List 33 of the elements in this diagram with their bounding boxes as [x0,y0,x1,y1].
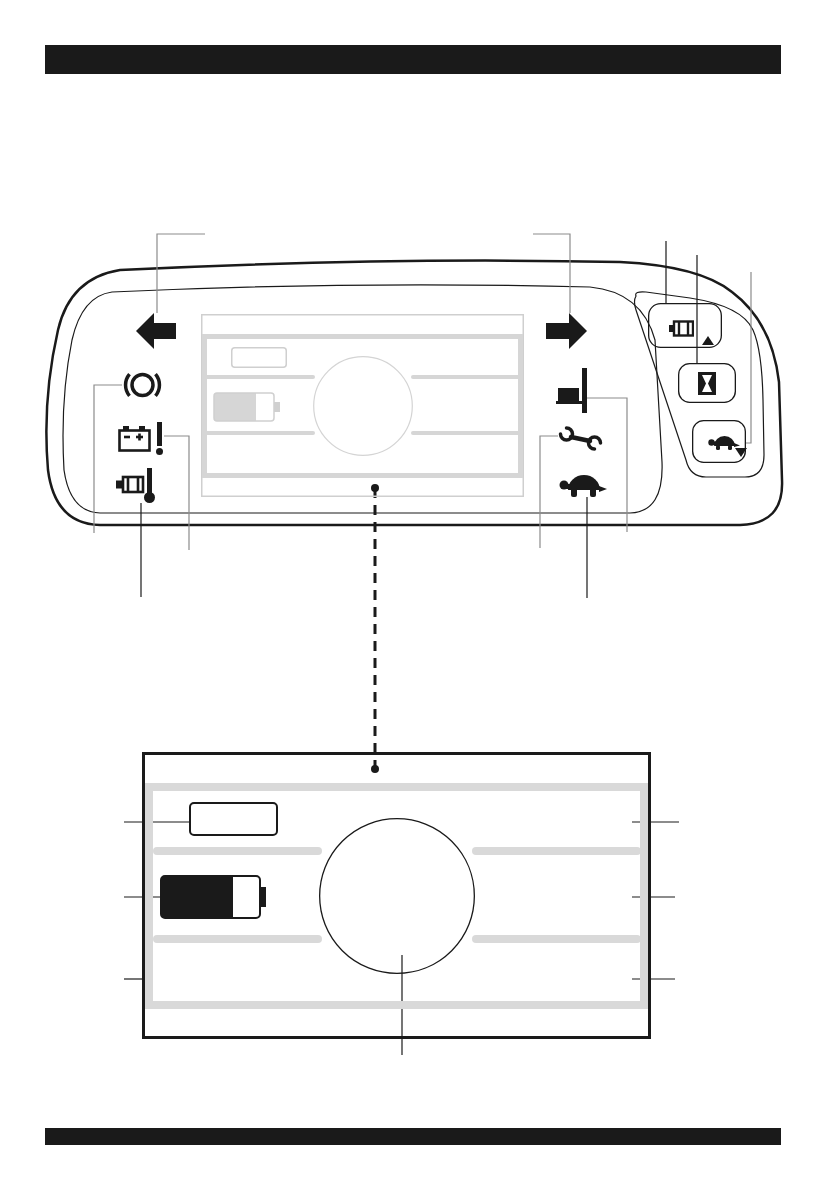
leader-line [156,233,206,314]
leader-line [123,821,190,823]
leader-line [93,384,123,534]
leader-line [696,254,698,364]
leader-line [123,896,161,898]
leader-line [631,896,676,898]
display-field [189,802,278,836]
display-panel [145,783,648,1009]
wrench-icon [558,425,603,452]
leader-line [539,435,559,549]
display-screen [201,314,524,497]
leader-line [665,240,667,304]
leader-line [586,397,628,533]
leader-line [532,233,571,314]
leader-line [631,978,676,980]
leader-line [163,435,190,551]
leader-line [586,496,588,599]
leader-line [631,821,680,823]
right-arrow-icon [546,313,587,349]
left-arrow-icon [136,313,176,349]
leader-line [140,502,142,598]
lift-mast-icon [556,368,587,413]
display-screen [142,752,651,1039]
battery-thermometer-icon [116,468,157,503]
battery-gauge-icon [160,875,266,919]
up-button [648,303,722,348]
hourglass-button [678,363,736,403]
leader-line [401,954,403,1056]
battery-warning-icon [118,422,164,455]
down-button [692,420,746,463]
dashed-connector [371,484,379,773]
leader-line [745,271,752,444]
dial-circle [319,818,475,974]
